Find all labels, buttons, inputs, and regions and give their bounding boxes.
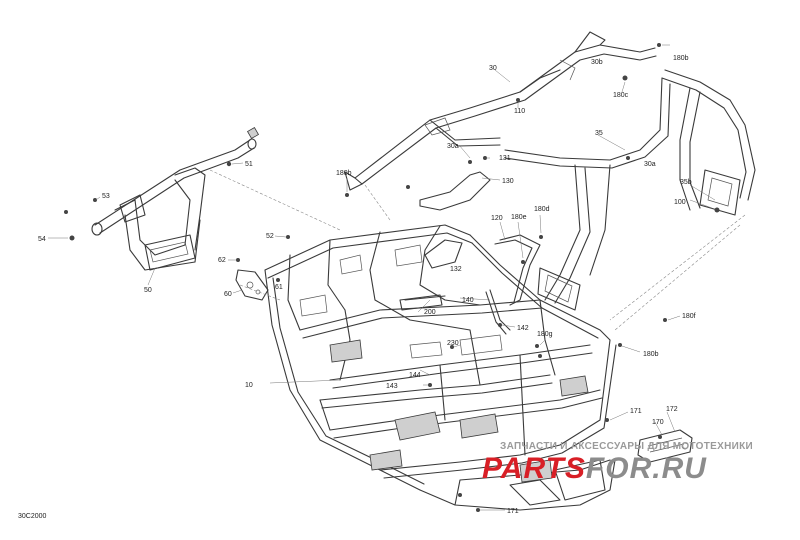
callout-172: 172 (666, 406, 678, 413)
callout-35b: 35b (680, 179, 692, 186)
bracket-60-part (235, 269, 269, 301)
callout-180d: 180d (534, 206, 550, 213)
callout-100: 100 (674, 199, 686, 206)
callout-144: 144 (409, 372, 421, 379)
roll-cage-rear-part (504, 69, 756, 311)
callout-132: 132 (450, 266, 462, 273)
fasteners (64, 43, 720, 512)
callout-180g: 180g (537, 331, 553, 338)
callout-61: 61 (275, 284, 283, 291)
callout-142: 142 (517, 325, 529, 332)
callout-60: 60 (224, 291, 232, 298)
callout-30a: 30a (447, 143, 459, 150)
callout-170: 170 (652, 419, 664, 426)
callout-171: 171 (630, 408, 642, 415)
roll-cage-upper-part (344, 31, 657, 191)
callout-30a-rear: 30a (644, 161, 656, 168)
watermark-brand-red: PARTS (482, 452, 586, 485)
callout-180e: 180e (511, 214, 527, 221)
watermark-brand-grey: FOR.RU (586, 452, 707, 485)
callout-62: 62 (218, 257, 226, 264)
callout-180f: 180f (682, 313, 696, 320)
watermark-tagline: ЗАПЧАСТИ И АКСЕССУАРЫ ДЛЯ МОТОТЕХНИКИ (500, 441, 753, 452)
callout-30: 30 (489, 65, 497, 72)
callout-131: 131 (499, 155, 511, 162)
leader-lines (48, 44, 716, 511)
callout-120: 120 (491, 215, 503, 222)
main-frame-part (264, 224, 617, 511)
callout-180b-right: 180b (643, 351, 659, 358)
callout-130: 130 (502, 178, 514, 185)
callout-35: 35 (595, 130, 603, 137)
callout-171-bottom: 171 (507, 508, 519, 515)
callout-50: 50 (144, 287, 152, 294)
callout-180b: 180b (673, 55, 689, 62)
callout-54: 54 (38, 236, 46, 243)
callout-230: 230 (447, 340, 459, 347)
watermark-brand: PARTSFOR.RU (482, 452, 707, 485)
callout-143: 143 (386, 383, 398, 390)
callout-labels: 30 30b 180b 180c 110 35 30a 131 30a 35b … (18, 55, 696, 520)
watermark: ЗАПЧАСТИ И АКСЕССУАРЫ ДЛЯ МОТОТЕХНИКИ PA… (482, 441, 753, 485)
brace-tubes (419, 171, 541, 335)
callout-52: 52 (266, 233, 274, 240)
callout-200: 200 (424, 309, 436, 316)
callout-180b-left: 180b (336, 170, 352, 177)
diagram-code: 30C2000 (18, 513, 47, 520)
callout-51: 51 (245, 161, 253, 168)
callout-30b: 30b (591, 59, 603, 66)
callout-180c: 180c (613, 92, 629, 99)
bracket-170-part (637, 429, 693, 463)
alignment-lines (209, 169, 746, 331)
callout-10: 10 (245, 382, 253, 389)
callout-53: 53 (102, 193, 110, 200)
tube-200-part (404, 295, 446, 301)
front-bracket-part (91, 126, 260, 271)
callout-110: 110 (514, 108, 525, 115)
callout-140: 140 (462, 297, 474, 304)
